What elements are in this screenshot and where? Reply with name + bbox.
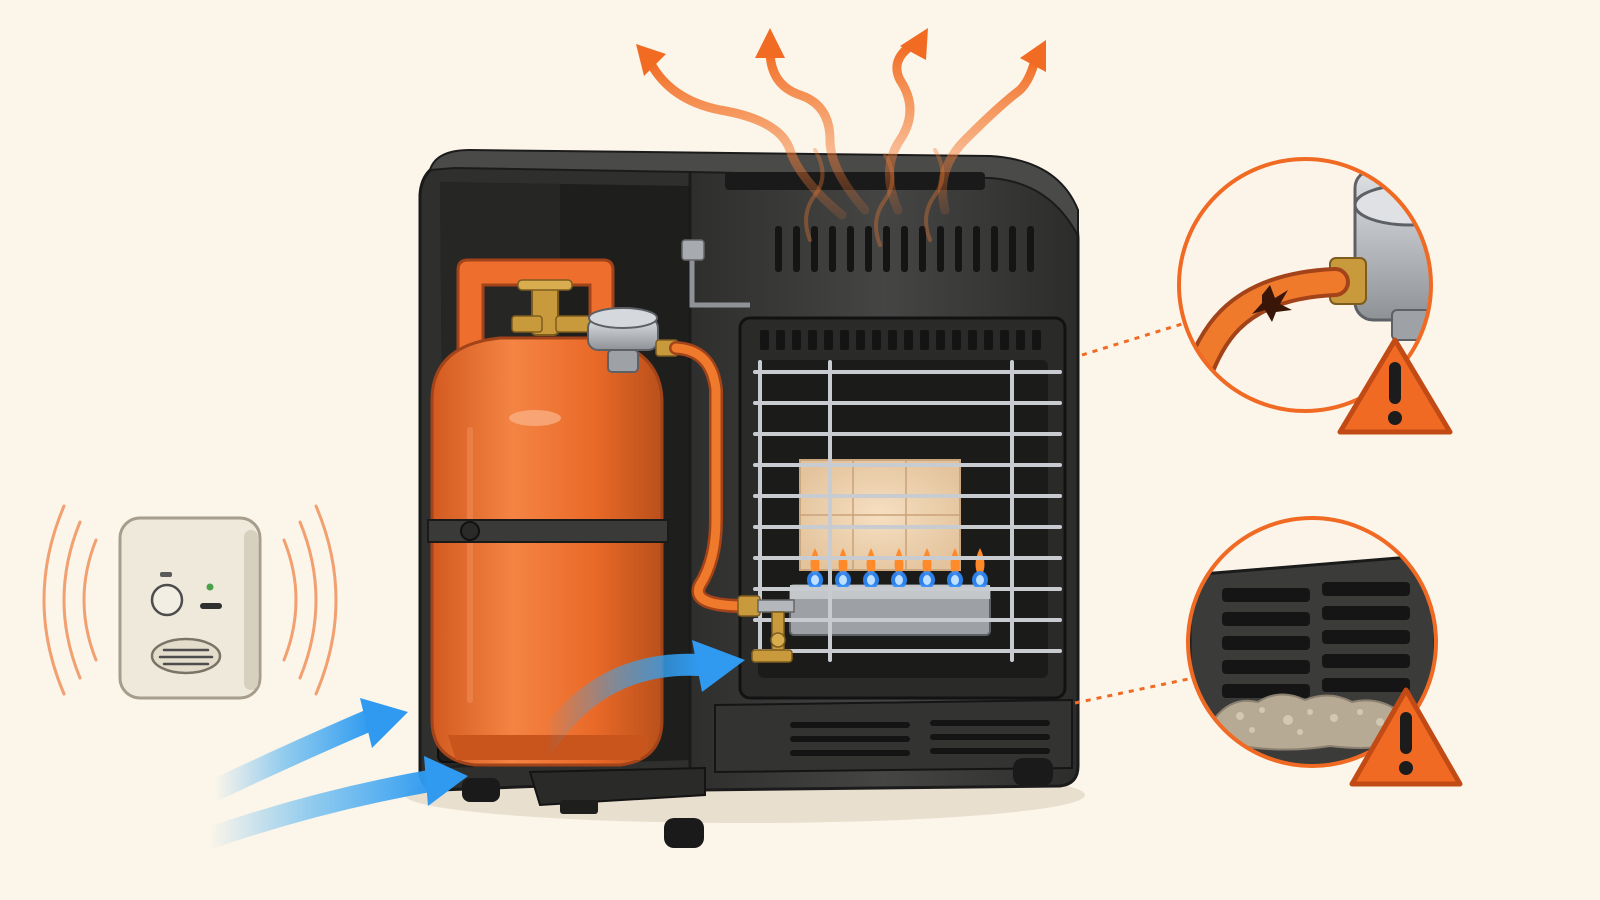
detector-indicator-slot — [160, 572, 172, 577]
damaged-hose-callout — [1081, 157, 1453, 435]
alarm-sound-waves — [42, 504, 338, 696]
cylinder-base-plate — [528, 766, 706, 807]
cylinder-body — [430, 336, 664, 767]
blocked-vent-warning-icon — [1349, 687, 1463, 787]
vent-slats-closeup — [1222, 582, 1410, 698]
detector-power-led — [206, 583, 214, 591]
damaged-hose-warning-icon — [1337, 337, 1453, 435]
detector-speaker-grille — [158, 648, 214, 666]
ceramic-panel-tiles — [800, 460, 960, 570]
lower-vent-slots — [790, 720, 1050, 756]
internal-gas-pipe — [689, 250, 750, 308]
cavity-top-vents — [760, 330, 1041, 350]
burner-gas-inlet — [737, 595, 795, 663]
fresh-air-inflow-arrows — [199, 640, 745, 849]
top-vent-slot — [725, 172, 985, 190]
hose-crack — [1252, 285, 1292, 322]
detector-test-button — [150, 583, 184, 617]
heater-wheels — [462, 758, 1053, 848]
vent-callout-leader — [1074, 676, 1194, 705]
hose-callout-leader — [1081, 318, 1196, 357]
gas-detector-alarm-icon — [42, 504, 338, 700]
safety-guard-grid — [753, 360, 1062, 662]
detector-status-bar — [200, 603, 222, 609]
heat-rising-arrows — [636, 28, 1046, 247]
heater-top — [428, 148, 1079, 237]
pressure-regulator — [587, 307, 679, 373]
upper-vent-grille — [775, 226, 1034, 272]
gas-cylinder — [427, 258, 679, 767]
cylinder-strap — [427, 519, 669, 543]
dust-particles — [1236, 707, 1384, 735]
burner-flames — [807, 548, 988, 589]
cylinder-valve — [511, 279, 591, 336]
